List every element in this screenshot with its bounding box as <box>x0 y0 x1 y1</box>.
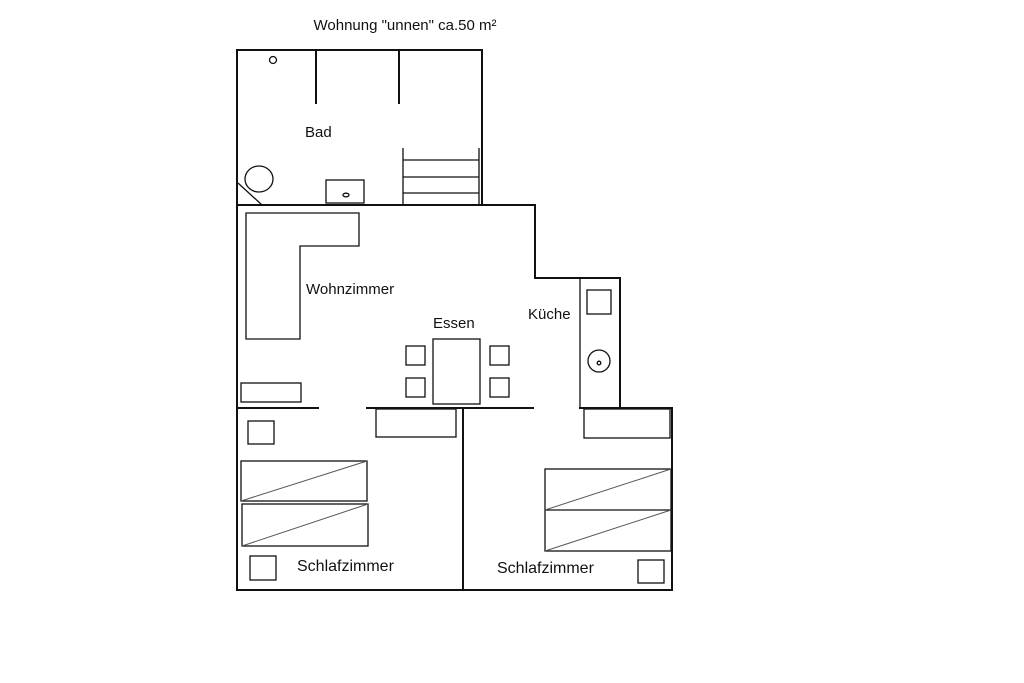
room-label-essen: Essen <box>433 315 475 332</box>
sink-icon <box>325 179 365 204</box>
room-label-schlafzimmer-right: Schlafzimmer <box>497 560 595 577</box>
sideboard-icon <box>240 382 302 403</box>
interior-walls <box>236 204 673 591</box>
bedroom-right: Schlafzimmer <box>497 408 672 584</box>
plan-title: Wohnung "unnen" ca.50 m² <box>314 17 497 34</box>
dining-area: Essen <box>405 315 510 405</box>
nightstand-icon <box>637 559 665 584</box>
bedroom-left: Schlafzimmer <box>240 408 457 581</box>
room-label-schlafzimmer-left: Schlafzimmer <box>297 558 395 575</box>
drain-icon <box>268 55 278 65</box>
room-label-wohnzimmer: Wohnzimmer <box>306 281 394 298</box>
toilet-icon <box>244 165 274 193</box>
bathroom: Bad <box>237 49 483 206</box>
nightstand-icon <box>247 420 275 445</box>
chair-icon <box>405 377 426 398</box>
chair-icon <box>405 345 426 366</box>
corner-sofa-icon <box>245 212 360 340</box>
wardrobe-icon <box>583 408 671 439</box>
living-room: Wohnzimmer <box>240 212 394 403</box>
room-label-kueche: Küche <box>528 306 571 323</box>
dining-table-icon <box>432 338 481 405</box>
kitchen: Küche <box>528 278 612 408</box>
chair-icon <box>489 345 510 366</box>
nightstand-icon <box>249 555 277 581</box>
stove-icon <box>586 289 612 315</box>
room-label-bad: Bad <box>305 124 332 141</box>
wardrobe-icon <box>375 408 457 438</box>
chair-icon <box>489 377 510 398</box>
stairs <box>402 148 480 205</box>
outer-walls <box>236 49 673 591</box>
